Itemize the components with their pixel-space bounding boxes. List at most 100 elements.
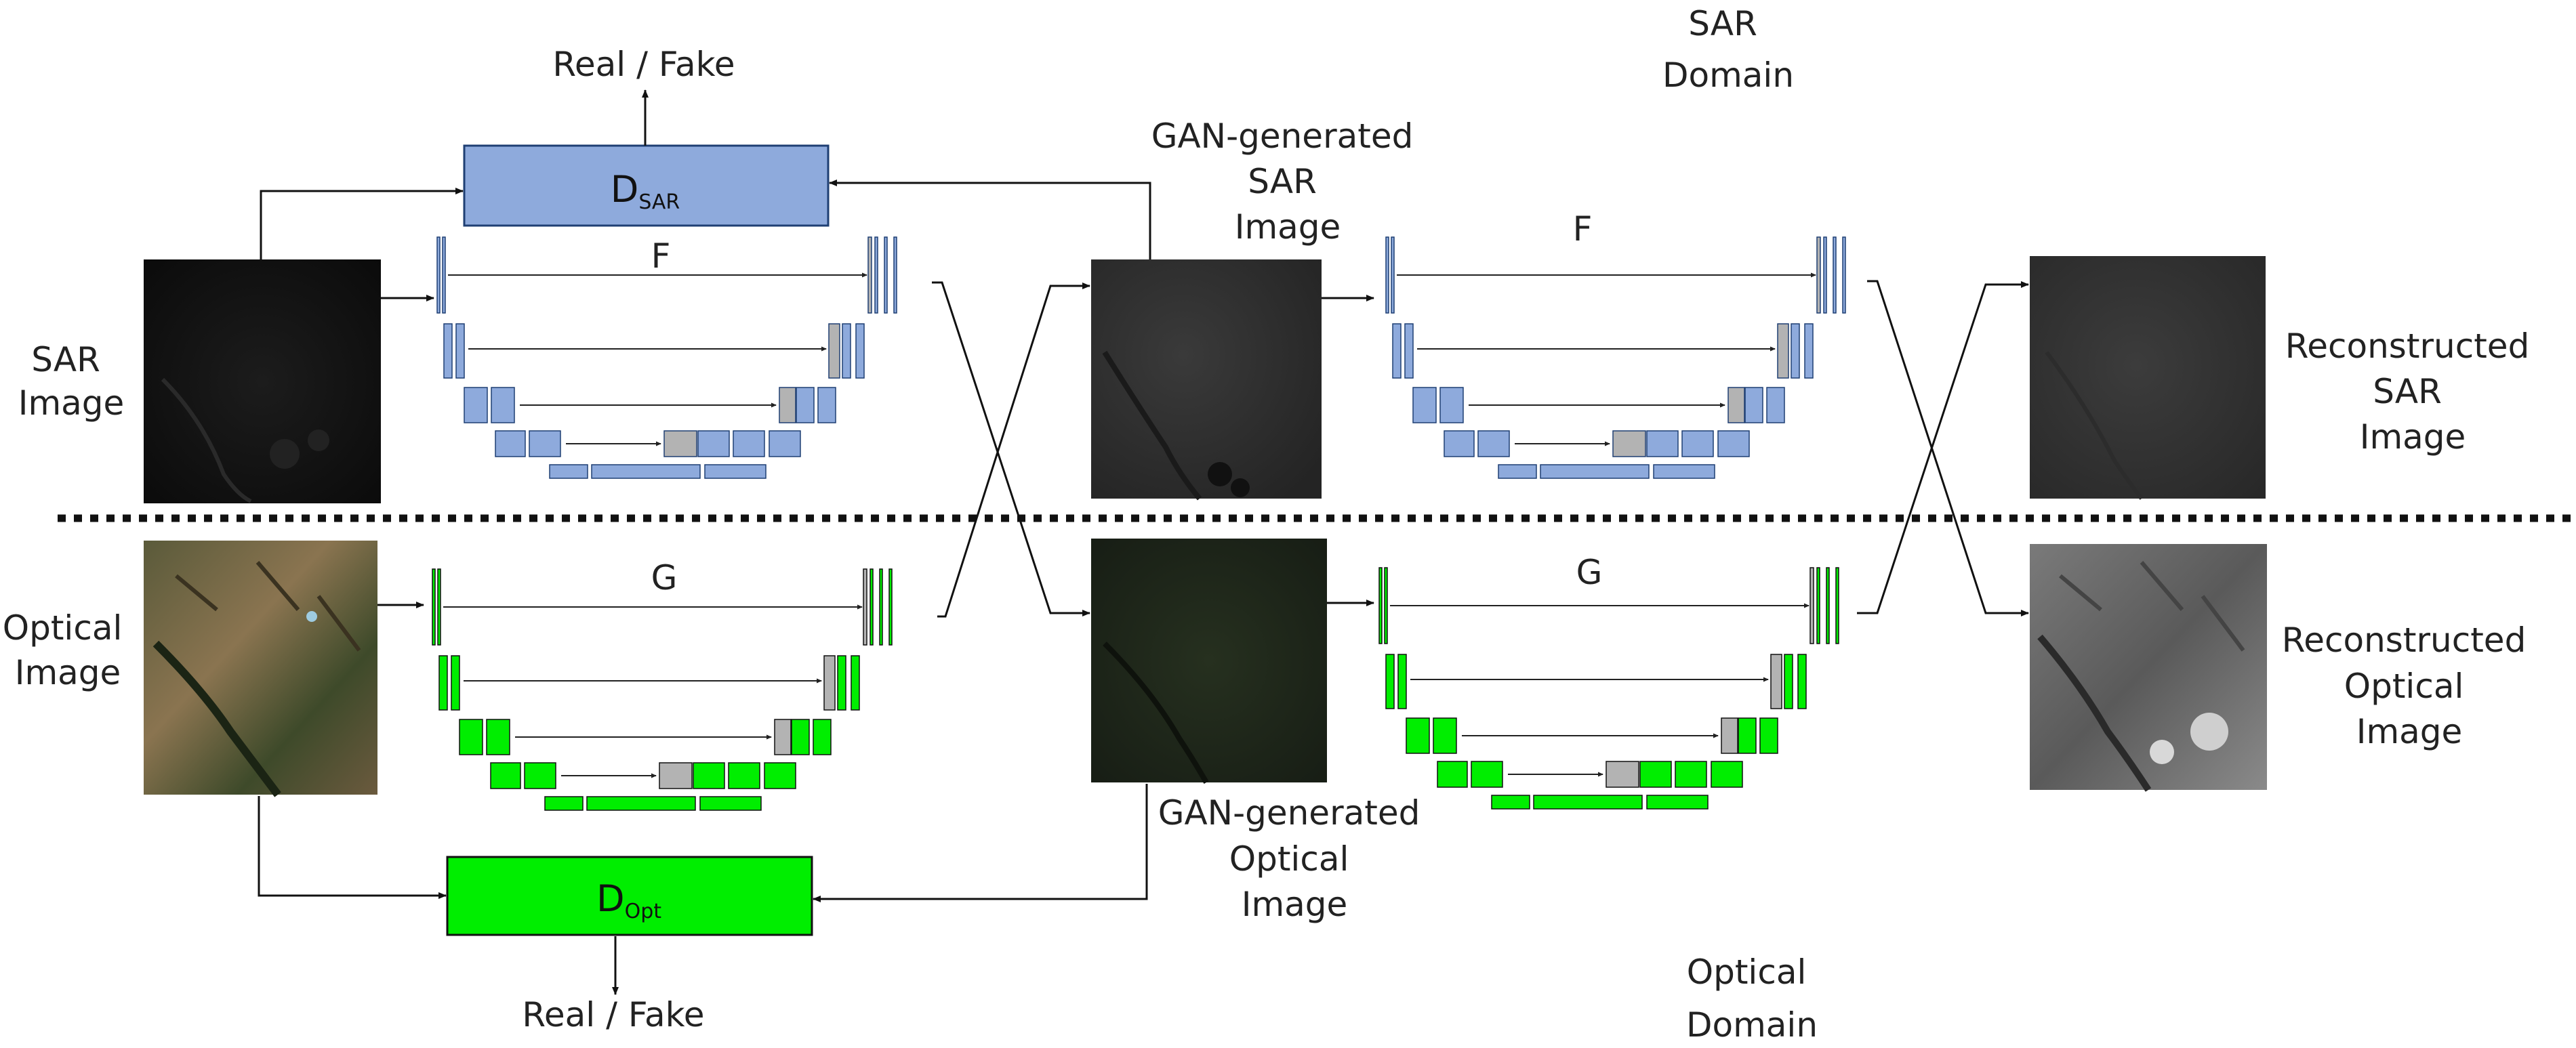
- bottleneck: [1653, 464, 1715, 479]
- skip-concat: [774, 719, 792, 755]
- gan-sar-label: GAN-generated SAR Image: [1151, 117, 1425, 247]
- encoder-level-3: [491, 387, 515, 423]
- bottleneck: [1646, 795, 1709, 810]
- optical-image-label: Optical Image: [3, 608, 134, 692]
- encoder-level-3: [464, 387, 488, 423]
- encoder-level-3: [486, 719, 510, 755]
- g2-to-recon-sar: [1857, 281, 2029, 614]
- decoder-level-1: [1823, 236, 1827, 314]
- decoder-level-1: [1835, 567, 1839, 644]
- encoder-level-2: [1385, 654, 1395, 709]
- decoder-level-4: [1639, 761, 1672, 788]
- bottleneck: [591, 464, 701, 479]
- decoder-level-4: [693, 762, 725, 789]
- decoder-level-1: [893, 236, 897, 314]
- decoder-level-2: [851, 655, 860, 711]
- bottleneck: [704, 464, 766, 479]
- encoder-level-2: [455, 323, 465, 379]
- decoder-level-1: [874, 236, 878, 314]
- decoder-level-3: [796, 387, 815, 423]
- decoder-level-3: [813, 719, 832, 755]
- decoder-level-1: [1833, 236, 1837, 314]
- decoder-level-4: [1681, 430, 1714, 457]
- gan-sar-to-dsar: [829, 180, 1151, 259]
- encoder-level-2: [1392, 323, 1402, 379]
- skip-concat: [1612, 430, 1646, 457]
- skip-concat: [1606, 761, 1639, 788]
- skip-concat: [863, 568, 867, 646]
- decoder-level-1: [870, 568, 874, 646]
- encoder-level-4: [1444, 430, 1475, 457]
- decoder-level-2: [1804, 323, 1814, 379]
- f2-to-recon-optical: [1867, 280, 2029, 616]
- encoder-level-3: [459, 719, 483, 755]
- skip-concat: [1770, 654, 1782, 709]
- discriminator-opt-label: DOpt: [596, 877, 661, 923]
- gan-optical-to-dopt: [813, 784, 1148, 902]
- encoder-level-4: [490, 762, 521, 789]
- decoder-level-2: [1784, 654, 1793, 709]
- encoder-level-2: [1397, 654, 1407, 709]
- g1-to-gan-sar: [937, 282, 1090, 618]
- gan-sar-image: [1091, 259, 1322, 501]
- encoder-level-1: [432, 568, 436, 646]
- generator-g2: [1378, 567, 1839, 810]
- decoder-level-4: [697, 430, 730, 457]
- encoder-level-4: [529, 430, 561, 457]
- encoder-level-2: [438, 655, 448, 711]
- bottleneck: [1540, 464, 1650, 479]
- decoder-level-2: [837, 655, 846, 711]
- skip-concat: [1721, 717, 1738, 754]
- discriminator-sar-label: DSAR: [611, 168, 680, 214]
- generator-f1-label: F: [651, 236, 671, 276]
- optical-domain-label: Optical Domain: [1686, 952, 1818, 1045]
- encoder-level-1: [436, 236, 441, 314]
- encoder-level-2: [1404, 323, 1414, 379]
- skip-concat: [823, 655, 836, 711]
- encoder-level-2: [451, 655, 460, 711]
- decoder-level-2: [855, 323, 865, 379]
- decoder-level-1: [879, 568, 883, 646]
- optical-input-to-dopt: [258, 796, 447, 899]
- bottleneck: [549, 464, 588, 479]
- skip-concat: [1727, 387, 1745, 423]
- bottleneck: [1533, 795, 1643, 810]
- generator-f2: [1385, 236, 1846, 479]
- decoder-level-1: [888, 568, 893, 646]
- decoder-level-4: [1711, 761, 1743, 788]
- generator-g2-label: G: [1576, 553, 1603, 592]
- generator-f2-label: F: [1573, 209, 1593, 249]
- gan-optical-image: [1091, 539, 1327, 784]
- encoder-level-3: [1406, 717, 1430, 754]
- decoder-level-4: [1675, 761, 1707, 788]
- decoder-level-4: [728, 762, 760, 789]
- real-fake-bottom-label: Real / Fake: [522, 995, 704, 1034]
- skip-concat: [663, 430, 697, 457]
- recon-sar-label: Reconstructed SAR Image: [2285, 327, 2540, 457]
- encoder-level-3: [1412, 387, 1437, 423]
- skip-concat: [659, 762, 693, 789]
- decoder-level-3: [791, 719, 810, 755]
- bottleneck: [699, 796, 762, 811]
- decoder-level-1: [1842, 236, 1846, 314]
- sar-input-to-dsar: [260, 188, 464, 259]
- decoder-level-3: [1759, 717, 1778, 754]
- encoder-level-1: [1391, 236, 1395, 314]
- discriminator-sar-box: [463, 144, 830, 227]
- decoder-level-3: [1744, 387, 1763, 423]
- bottleneck: [1498, 464, 1537, 479]
- generator-g1: [432, 568, 893, 811]
- decoder-level-1: [1816, 567, 1820, 644]
- encoder-level-4: [1437, 761, 1468, 788]
- encoder-level-3: [1439, 387, 1464, 423]
- decoder-level-2: [1797, 654, 1807, 709]
- sar-domain-label: SAR Domain: [1662, 4, 1794, 95]
- decoder-level-3: [1738, 717, 1757, 754]
- encoder-level-1: [437, 568, 441, 646]
- encoder-level-4: [1471, 761, 1503, 788]
- encoder-level-4: [1477, 430, 1510, 457]
- encoder-level-1: [1378, 567, 1383, 644]
- decoder-level-2: [1791, 323, 1800, 379]
- encoder-level-1: [442, 236, 446, 314]
